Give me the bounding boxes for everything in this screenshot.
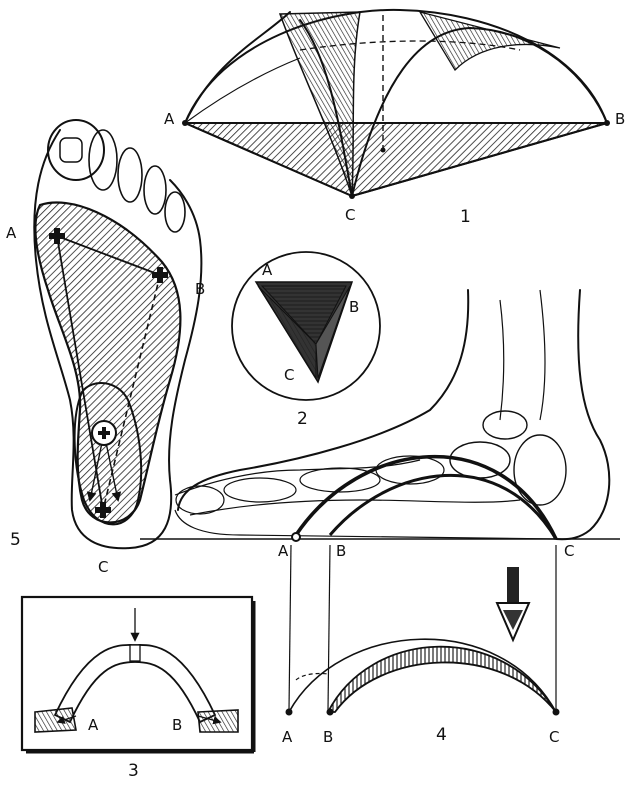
fig1-label-a: A [164,110,175,128]
fig5-label-a: A [6,224,17,242]
lower-arch-band [328,647,556,712]
fig4-arch-label-c: C [549,728,559,746]
fig3-number: 3 [128,761,139,781]
toe-5 [165,192,185,232]
vault-base-triangle [185,123,607,196]
fig1-label-c: C [345,206,355,224]
fig2-number: 2 [297,409,308,429]
fig3-label-a: A [88,716,99,734]
fig4-number: 4 [436,725,447,745]
fig1-number: 1 [460,207,471,227]
fig3-label-b: B [172,716,182,734]
foot-support-area [35,202,180,522]
fig1-label-b: B [615,110,625,128]
fig2-label-b: B [349,298,359,316]
big-toe [48,120,104,180]
fig5-number: 5 [10,530,21,550]
arch-b-c [330,475,556,539]
circled-plus-marker [92,421,116,445]
figure-3-framed-arch: A B 3 [22,597,254,781]
fig4-foot-label-b: B [336,542,346,560]
fig5-label-b: B [195,280,205,298]
figure-4-foot-arch: A B C A B C 4 [140,290,620,746]
load-arrow [497,567,529,640]
fig5-label-c: C [98,558,108,576]
fig2-label-a: A [262,261,273,279]
fig3-support-a [35,708,76,732]
fig4-arch-label-b: B [323,728,333,746]
fig2-label-c: C [284,366,294,384]
fig4-foot-label-a: A [278,542,289,560]
figure-1-vault: A B C 1 [164,10,625,227]
figure-5-foot-sole: A B C 5 [6,120,205,576]
vault-dome-outline [185,10,607,123]
fig4-foot-label-c: C [564,542,574,560]
fig4-arch-label-a: A [282,728,293,746]
figure-2-triangle-circle: A B C 2 [232,252,380,429]
toe-4 [144,166,166,214]
toe-3 [118,148,142,202]
